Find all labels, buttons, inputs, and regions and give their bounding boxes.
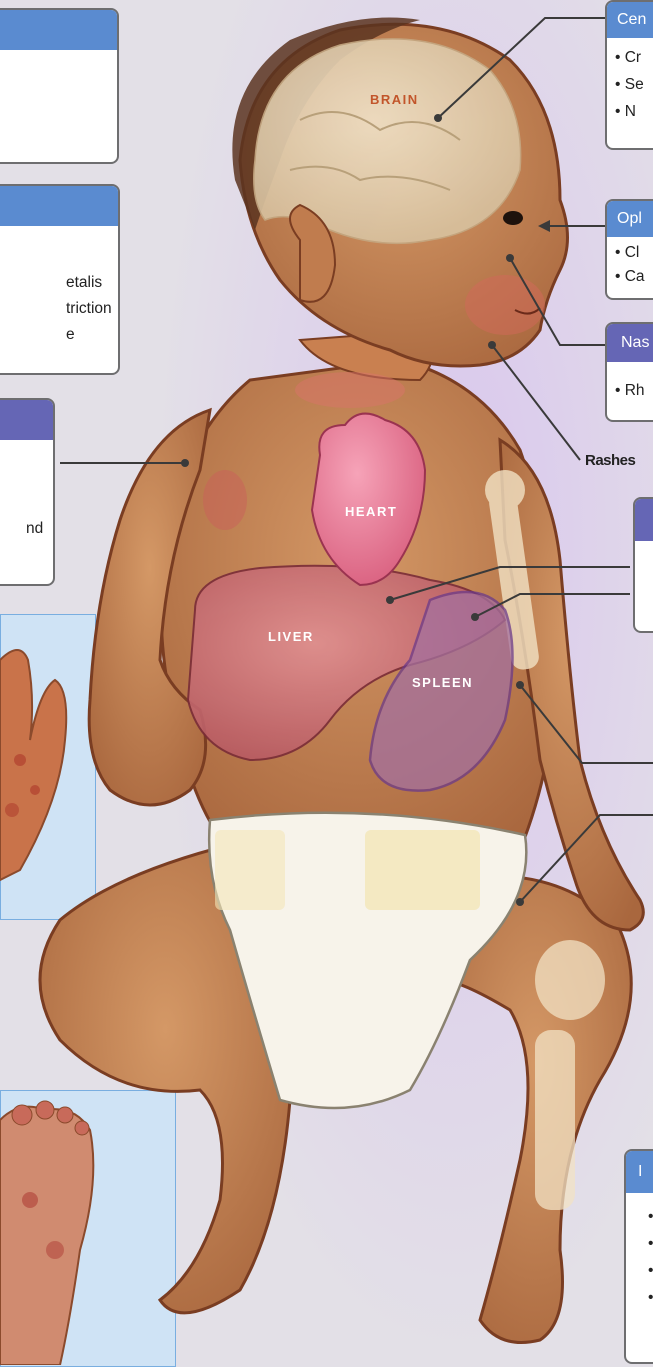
heart-label: HEART — [345, 504, 397, 519]
liver-label: LIVER — [268, 629, 314, 644]
info-box-header — [0, 400, 53, 440]
list-item: • — [634, 1230, 653, 1257]
list-item: • Cl — [615, 241, 653, 265]
info-box-header: Opl — [607, 201, 653, 237]
list-item: triction — [4, 296, 106, 322]
list-item: • — [634, 1203, 653, 1230]
brain-label: BRAIN — [370, 92, 419, 107]
foot-rash-image — [0, 1101, 93, 1365]
info-box-mid-left: etalis triction e — [0, 184, 120, 375]
info-box-top-left — [0, 8, 119, 164]
list-item: • — [634, 1284, 653, 1311]
info-box-bone: I • • • • — [624, 1149, 653, 1364]
info-box-header — [635, 499, 653, 541]
list-item: • Se — [615, 71, 653, 98]
list-item: • Ca — [615, 265, 653, 289]
rashes-callout: Rashes — [585, 452, 635, 469]
list-item: • Cr — [615, 44, 653, 71]
info-box-ophthalmic: Opl • Cl • Ca — [605, 199, 653, 300]
hand-rash-image — [0, 650, 66, 880]
info-box-skin: nd — [0, 398, 55, 586]
info-box-header: Nas — [607, 324, 653, 362]
list-item: • — [634, 1257, 653, 1284]
info-box-header — [0, 10, 117, 50]
info-box-header: I — [626, 1151, 653, 1193]
list-item: • N — [615, 98, 653, 125]
info-box-hepatosplenic — [633, 497, 653, 633]
info-box-header — [0, 186, 118, 226]
list-item: nd — [4, 516, 41, 542]
spleen-label: SPLEEN — [412, 675, 473, 690]
info-box-header: Cen — [607, 2, 653, 38]
list-item: etalis — [4, 270, 106, 296]
info-box-cns: Cen • Cr • Se • N — [605, 0, 653, 150]
list-item: • Rh — [615, 378, 653, 404]
info-box-nasal: Nas • Rh — [605, 322, 653, 422]
list-item: e — [4, 322, 106, 348]
